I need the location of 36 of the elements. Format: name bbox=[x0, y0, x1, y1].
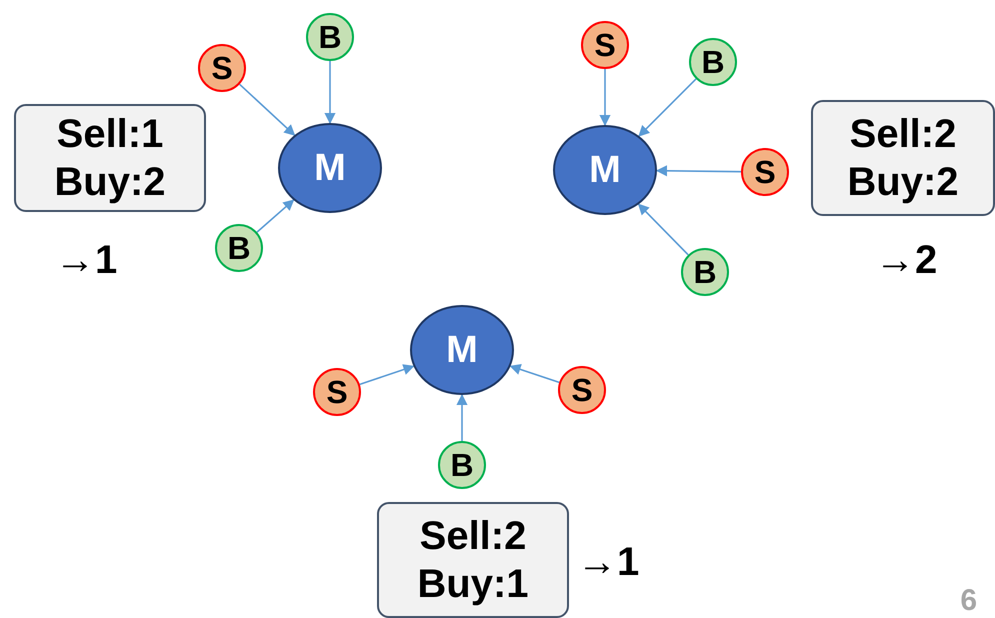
node-text: M bbox=[589, 148, 621, 192]
page-number: 6 bbox=[960, 584, 977, 618]
node-text: S bbox=[594, 26, 616, 65]
arrow bbox=[360, 364, 415, 386]
arrow bbox=[239, 84, 296, 136]
result-text: →2 bbox=[875, 237, 938, 284]
arrow bbox=[324, 61, 336, 124]
arrow bbox=[599, 69, 611, 126]
node-text: S bbox=[754, 153, 776, 192]
node-text: Buy:1 bbox=[417, 561, 529, 608]
node-text: B bbox=[693, 253, 717, 292]
count-box bbox=[811, 100, 995, 216]
arrow bbox=[656, 165, 742, 176]
node-text: S bbox=[571, 371, 593, 410]
node-text: B bbox=[318, 18, 342, 57]
node-text: Buy:2 bbox=[847, 159, 959, 206]
result-text: →1 bbox=[55, 237, 118, 284]
node-text: B bbox=[701, 43, 725, 82]
node-text: Sell:2 bbox=[850, 111, 956, 158]
node-text: M bbox=[314, 146, 346, 190]
count-box bbox=[14, 104, 206, 212]
node-text: Buy:2 bbox=[54, 159, 166, 206]
arrow bbox=[256, 199, 294, 233]
arrow bbox=[638, 204, 689, 256]
node-text: B bbox=[450, 446, 474, 485]
arrow bbox=[456, 394, 468, 441]
arrow bbox=[638, 78, 697, 137]
node-text: S bbox=[211, 49, 233, 88]
node-text: S bbox=[326, 373, 348, 412]
arrow bbox=[509, 364, 560, 384]
node-text: Sell:1 bbox=[56, 111, 164, 158]
node-text: B bbox=[227, 229, 251, 268]
node-text: M bbox=[446, 328, 478, 372]
node-text: Sell:2 bbox=[420, 513, 526, 560]
result-text: →1 bbox=[577, 539, 640, 586]
count-box bbox=[377, 502, 569, 618]
